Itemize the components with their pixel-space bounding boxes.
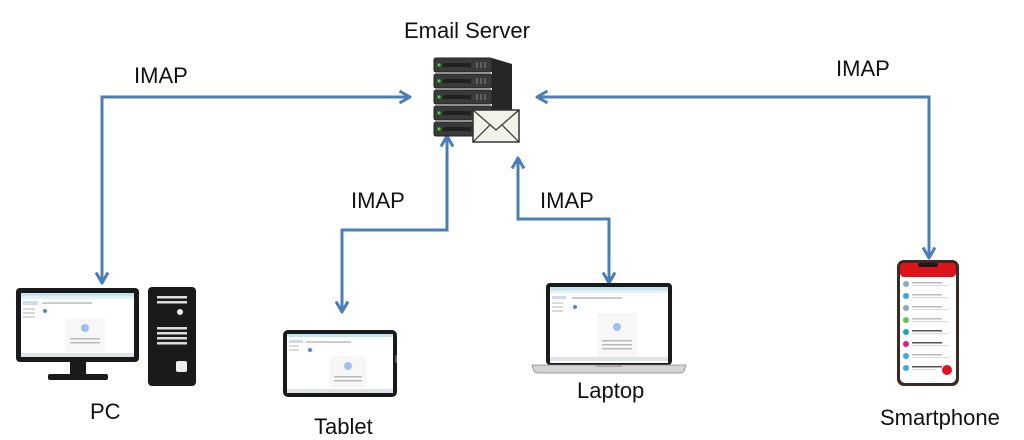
connection-label-laptop: IMAP	[540, 188, 594, 213]
connection-tablet	[334, 134, 455, 314]
connection-pc	[94, 89, 412, 285]
pc-label: PC	[90, 399, 121, 424]
envelope-icon	[472, 109, 520, 143]
tablet-icon	[283, 330, 397, 397]
smartphone-icon	[897, 260, 959, 386]
tablet-label: Tablet	[314, 414, 373, 439]
connection-laptop	[510, 156, 617, 285]
connection-label-pc: IMAP	[134, 63, 188, 88]
server-label: Email Server	[404, 18, 530, 43]
smartphone-label: Smartphone	[880, 405, 1000, 430]
desktop-computer-icon	[16, 288, 139, 380]
connection-label-smartphone: IMAP	[836, 56, 890, 81]
pc-tower-icon	[148, 287, 196, 386]
laptop-label: Laptop	[577, 378, 645, 403]
connection-smartphone	[535, 89, 937, 260]
connections	[94, 89, 937, 314]
connection-label-tablet: IMAP	[351, 188, 405, 213]
laptop-icon	[531, 283, 687, 374]
